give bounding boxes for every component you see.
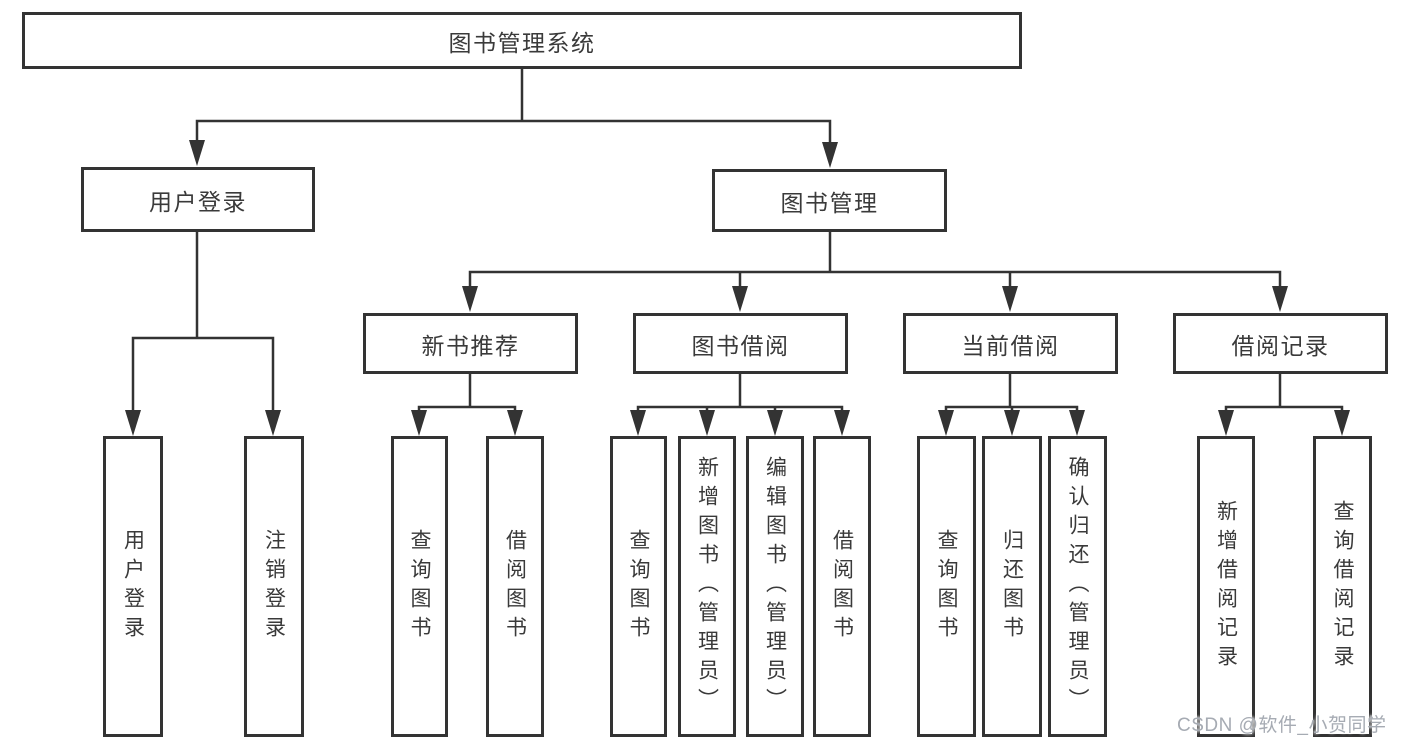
leaf-confirm-return-admin: 确认归还（管理员） xyxy=(1048,436,1107,737)
leaf-add-borrow-record-label: 新增借阅记录 xyxy=(1214,499,1238,674)
leaf-query-books-borrow-label: 查询图书 xyxy=(627,528,650,645)
leaf-user-login: 用户登录 xyxy=(103,436,163,737)
leaf-query-borrow-record: 查询借阅记录 xyxy=(1313,436,1372,737)
leaf-edit-book-admin-label: 编辑图书（管理员） xyxy=(763,456,787,717)
node-root-label: 图书管理系统 xyxy=(448,29,596,56)
node-new-book-recommend-label: 新书推荐 xyxy=(421,332,520,359)
leaf-borrow-books-recommend-label: 借阅图书 xyxy=(503,528,527,645)
connector-paths xyxy=(131,68,1344,412)
leaf-borrow-books: 借阅图书 xyxy=(813,436,871,737)
leaf-query-books-current-label: 查询图书 xyxy=(935,528,958,645)
leaf-query-borrow-record-label: 查询借阅记录 xyxy=(1331,499,1354,674)
leaf-add-borrow-record: 新增借阅记录 xyxy=(1197,436,1255,737)
node-user-login-label: 用户登录 xyxy=(149,188,247,215)
leaf-query-books-recommend: 查询图书 xyxy=(391,436,448,737)
leaf-logout-label: 注销登录 xyxy=(262,528,286,645)
node-borrow-records-label: 借阅记录 xyxy=(1231,332,1330,359)
leaf-borrow-books-recommend: 借阅图书 xyxy=(486,436,544,737)
csdn-watermark: CSDN @软件_小贺同学 xyxy=(1177,715,1387,736)
leaf-query-books-current: 查询图书 xyxy=(917,436,976,737)
leaf-user-login-label: 用户登录 xyxy=(121,528,145,645)
leaf-add-book-admin-label: 新增图书（管理员） xyxy=(695,456,719,717)
node-current-borrow-label: 当前借阅 xyxy=(961,332,1060,359)
leaf-query-books-borrow: 查询图书 xyxy=(610,436,667,737)
node-book-borrow: 图书借阅 xyxy=(633,313,848,374)
node-root: 图书管理系统 xyxy=(22,12,1022,69)
node-current-borrow: 当前借阅 xyxy=(903,313,1118,374)
leaf-return-book: 归还图书 xyxy=(982,436,1042,737)
node-book-borrow-label: 图书借阅 xyxy=(691,332,790,359)
node-user-login: 用户登录 xyxy=(81,167,315,232)
leaf-logout: 注销登录 xyxy=(244,436,304,737)
leaf-edit-book-admin: 编辑图书（管理员） xyxy=(746,436,804,737)
leaf-query-books-recommend-label: 查询图书 xyxy=(408,528,431,645)
leaf-borrow-books-label: 借阅图书 xyxy=(830,528,854,645)
node-book-management-label: 图书管理 xyxy=(780,189,879,216)
node-new-book-recommend: 新书推荐 xyxy=(363,313,578,374)
node-book-management: 图书管理 xyxy=(712,169,947,232)
node-borrow-records: 借阅记录 xyxy=(1173,313,1388,374)
leaf-return-book-label: 归还图书 xyxy=(1000,528,1024,645)
leaf-add-book-admin: 新增图书（管理员） xyxy=(678,436,736,737)
leaf-confirm-return-admin-label: 确认归还（管理员） xyxy=(1066,456,1089,717)
